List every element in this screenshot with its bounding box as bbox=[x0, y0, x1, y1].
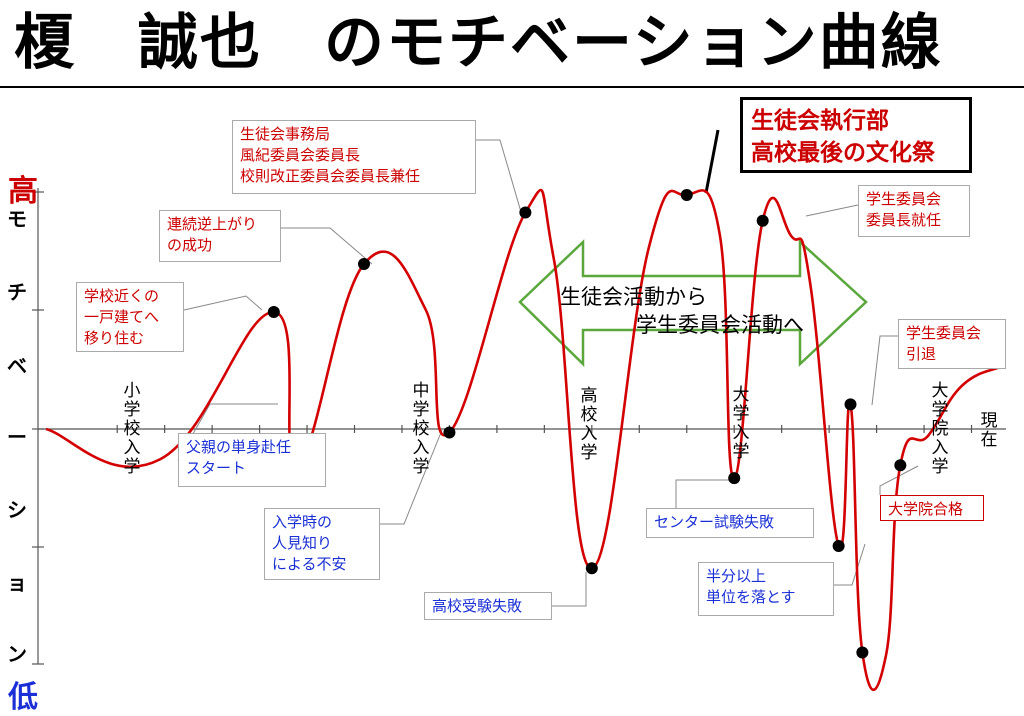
milestone-elementary: 小学校入学 bbox=[123, 381, 141, 477]
event-point-10 bbox=[844, 398, 857, 411]
ylabel-char-3: ベ bbox=[7, 354, 27, 378]
high-label: 高 bbox=[8, 174, 38, 209]
leader-line-9 bbox=[675, 479, 739, 508]
event-point-0 bbox=[267, 306, 280, 318]
chart-axes bbox=[32, 188, 1006, 665]
leader-line-1 bbox=[281, 227, 373, 265]
leader-line-5 bbox=[871, 335, 898, 406]
leader-line-7 bbox=[380, 429, 443, 525]
note-half-credits: 半分以上 単位を落とす bbox=[698, 562, 834, 616]
milestone-junior-high: 中学校入学 bbox=[412, 381, 430, 477]
event-point-5 bbox=[585, 562, 598, 575]
event-point-12 bbox=[894, 459, 907, 472]
ylabel-char-5: シ bbox=[7, 498, 27, 522]
note-center-fail: センター試験失敗 bbox=[646, 508, 814, 538]
arrow-label-line2: 学生委員会活動へ bbox=[636, 313, 804, 337]
event-point-3 bbox=[443, 426, 456, 439]
event-point-9 bbox=[832, 540, 845, 552]
milestone-present: 現在 bbox=[980, 411, 998, 450]
note-committee-retire: 学生委員会 引退 bbox=[898, 319, 1006, 369]
leader-line-0 bbox=[183, 295, 263, 311]
leader-line-2 bbox=[476, 139, 522, 213]
leader-line-3 bbox=[704, 129, 720, 194]
event-points bbox=[267, 189, 907, 659]
note-exec-board: 生徒会執行部 高校最後の文化祭 bbox=[740, 97, 972, 173]
ylabel-char-1: モ bbox=[7, 207, 27, 231]
event-point-2 bbox=[358, 258, 370, 271]
ylabel-char-2: チ bbox=[7, 280, 27, 304]
low-label: 低 bbox=[8, 680, 38, 715]
transition-arrow bbox=[518, 239, 868, 367]
title-divider bbox=[0, 86, 1024, 88]
milestone-high-school: 高校入学 bbox=[580, 386, 598, 463]
event-point-4 bbox=[519, 206, 532, 219]
note-student-council: 生徒会事務局 風紀委員会委員長 校則改正委員会委員長兼任 bbox=[232, 120, 476, 194]
milestone-grad-school: 大学院入学 bbox=[931, 381, 949, 477]
note-father-transfer: 父親の単身赴任 スタート bbox=[178, 433, 326, 487]
event-point-7 bbox=[728, 472, 741, 485]
milestone-university: 大学入学 bbox=[732, 385, 750, 462]
note-grad-pass: 大学院合格 bbox=[880, 495, 984, 521]
event-point-8 bbox=[756, 214, 769, 227]
leader-line-4 bbox=[805, 204, 859, 217]
note-committee-chair: 学生委員会 委員長就任 bbox=[858, 185, 970, 237]
ylabel-char-4: ー bbox=[7, 425, 27, 449]
leader-line-8 bbox=[552, 572, 587, 607]
event-point-11 bbox=[856, 646, 869, 659]
note-exam-fail: 高校受験失敗 bbox=[424, 592, 552, 620]
page-title: 榎 誠也 のモチベーション曲線 bbox=[14, 8, 943, 78]
event-point-6 bbox=[680, 189, 693, 201]
ylabel-char-7: ン bbox=[7, 642, 27, 666]
leader-line-11 bbox=[879, 465, 919, 495]
note-consecutive-success: 連続逆上がり の成功 bbox=[159, 210, 281, 262]
double-arrow-shape bbox=[518, 239, 868, 367]
leader-line-10 bbox=[834, 543, 866, 586]
arrow-label-line1: 生徒会活動から bbox=[560, 285, 707, 309]
leader-lines bbox=[177, 129, 919, 607]
ylabel-char-6: ョ bbox=[7, 571, 27, 595]
note-school-near: 学校近くの 一戸建てへ 移り住む bbox=[76, 282, 184, 352]
note-shyness: 入学時の 人見知り による不安 bbox=[264, 508, 380, 580]
